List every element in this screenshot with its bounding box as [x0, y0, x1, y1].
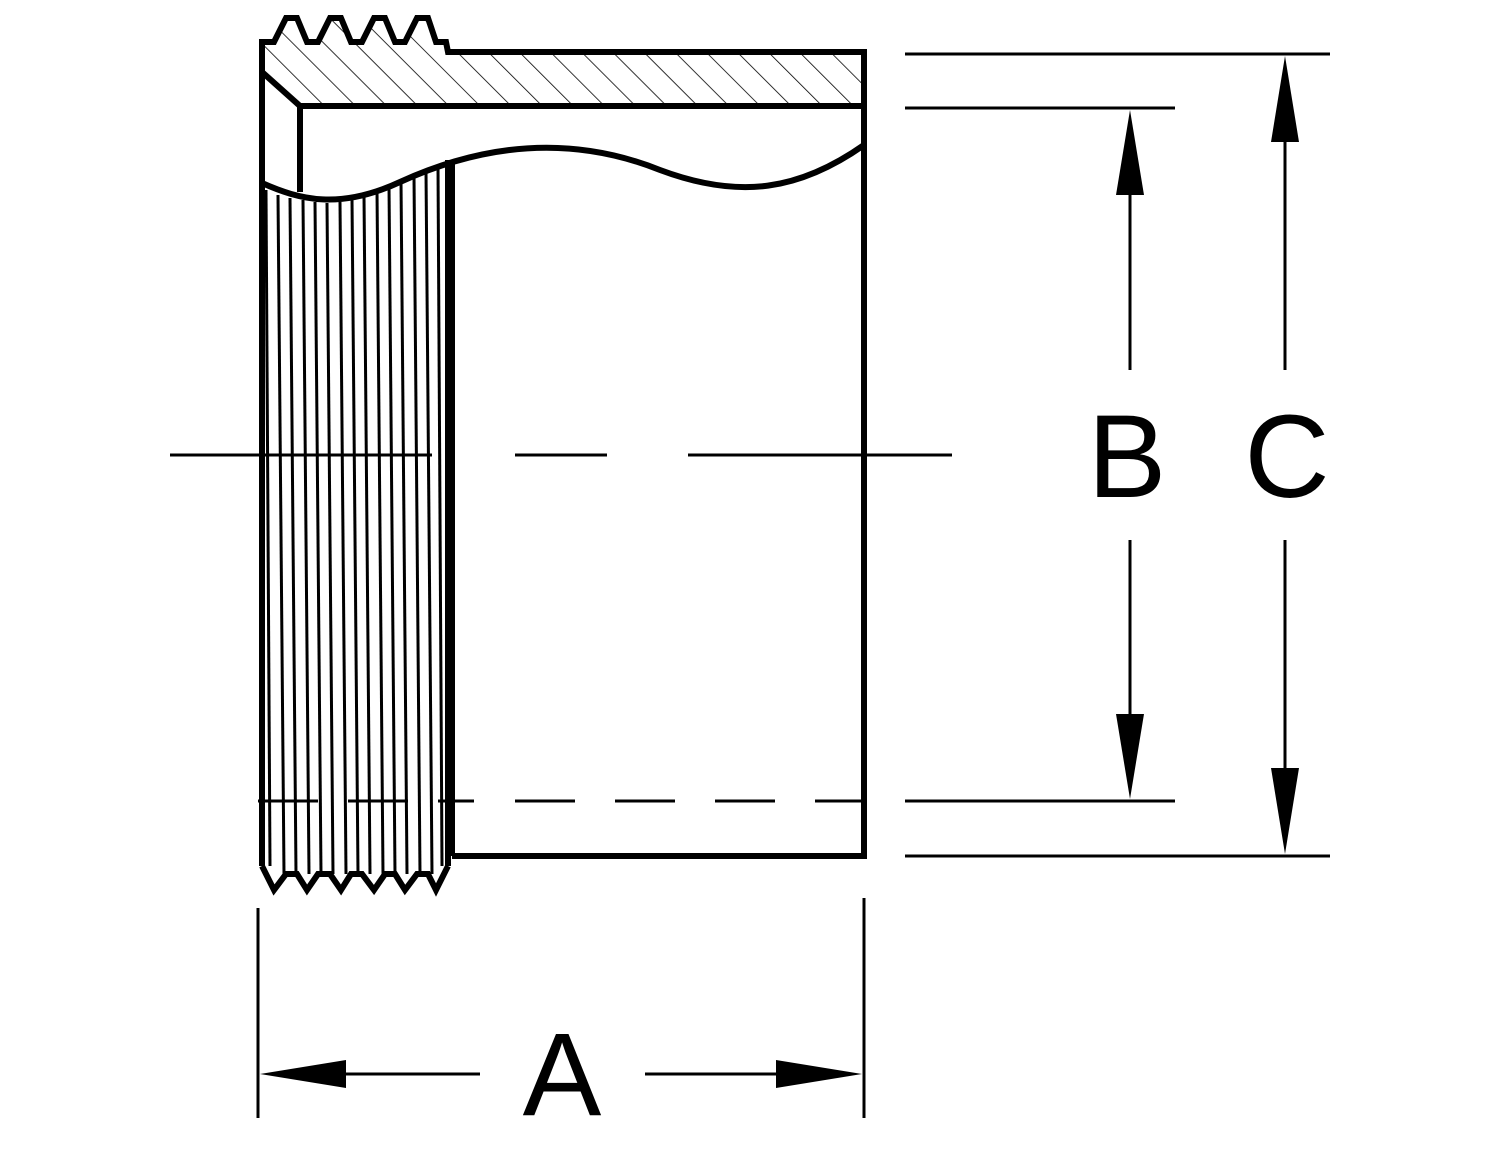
dimension-c-label: C — [1244, 391, 1329, 523]
top-thread-profile — [259, 15, 867, 866]
dimension-a-arrow-left — [260, 1060, 346, 1088]
chamfer-line — [259, 69, 303, 109]
dimension-b-arrow-up — [1116, 110, 1144, 195]
dimension-b-arrow-down — [1116, 714, 1144, 799]
dimension-b: B — [1088, 110, 1167, 799]
thread-lines — [264, 165, 444, 875]
dimension-c-arrow-down — [1271, 768, 1299, 854]
dimension-a: A — [260, 1009, 862, 1141]
break-line — [260, 142, 866, 203]
dimension-a-arrow-right — [776, 1060, 862, 1088]
dimension-c-arrow-up — [1271, 56, 1299, 142]
dimension-b-label: B — [1088, 391, 1167, 523]
dimension-a-label: A — [523, 1009, 602, 1141]
extension-lines — [256, 52, 1330, 1118]
dimension-c: C — [1244, 56, 1330, 854]
